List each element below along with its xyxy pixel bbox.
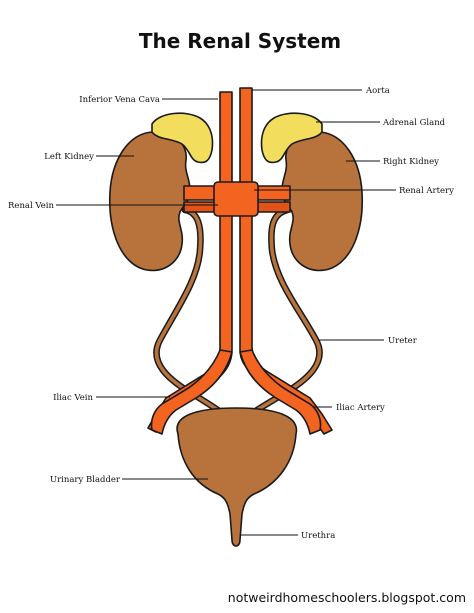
label-iliac-artery: Iliac Artery — [336, 403, 385, 413]
bladder-group — [176, 407, 298, 547]
ureters — [153, 206, 323, 426]
left-kidney — [108, 131, 191, 272]
left-iliac-vein — [150, 349, 233, 435]
labels: Inferior Vena Cava Aorta Adrenal Gland L… — [8, 86, 454, 541]
label-renal-vein: Renal Vein — [8, 201, 54, 211]
right-iliac-artery — [239, 349, 322, 435]
leader-lines — [56, 89, 396, 536]
urinary-bladder — [176, 407, 298, 547]
label-urethra: Urethra — [301, 531, 335, 541]
footer-credit: notweirdhomeschoolers.blogspot.com — [228, 590, 466, 605]
label-inferior-vena-cava: Inferior Vena Cava — [79, 95, 160, 105]
label-left-kidney: Left Kidney — [44, 152, 94, 162]
label-renal-artery: Renal Artery — [399, 186, 454, 196]
label-adrenal-gland: Adrenal Gland — [382, 118, 446, 128]
label-iliac-vein: Iliac Vein — [53, 393, 93, 403]
diagram-title: The Renal System — [139, 29, 341, 53]
right-adrenal-gland — [260, 112, 323, 164]
right-kidney — [281, 131, 364, 272]
renal-junction — [213, 181, 259, 217]
label-aorta: Aorta — [365, 86, 390, 96]
label-urinary-bladder: Urinary Bladder — [50, 475, 121, 485]
blood-vessels — [147, 87, 333, 435]
label-ureter: Ureter — [388, 336, 418, 346]
left-ureter-fill — [154, 208, 234, 424]
right-ureter-fill — [240, 208, 322, 424]
adrenal-glands — [151, 112, 323, 164]
label-right-kidney: Right Kidney — [383, 157, 439, 167]
left-adrenal-gland — [151, 112, 214, 164]
kidneys — [108, 131, 364, 272]
